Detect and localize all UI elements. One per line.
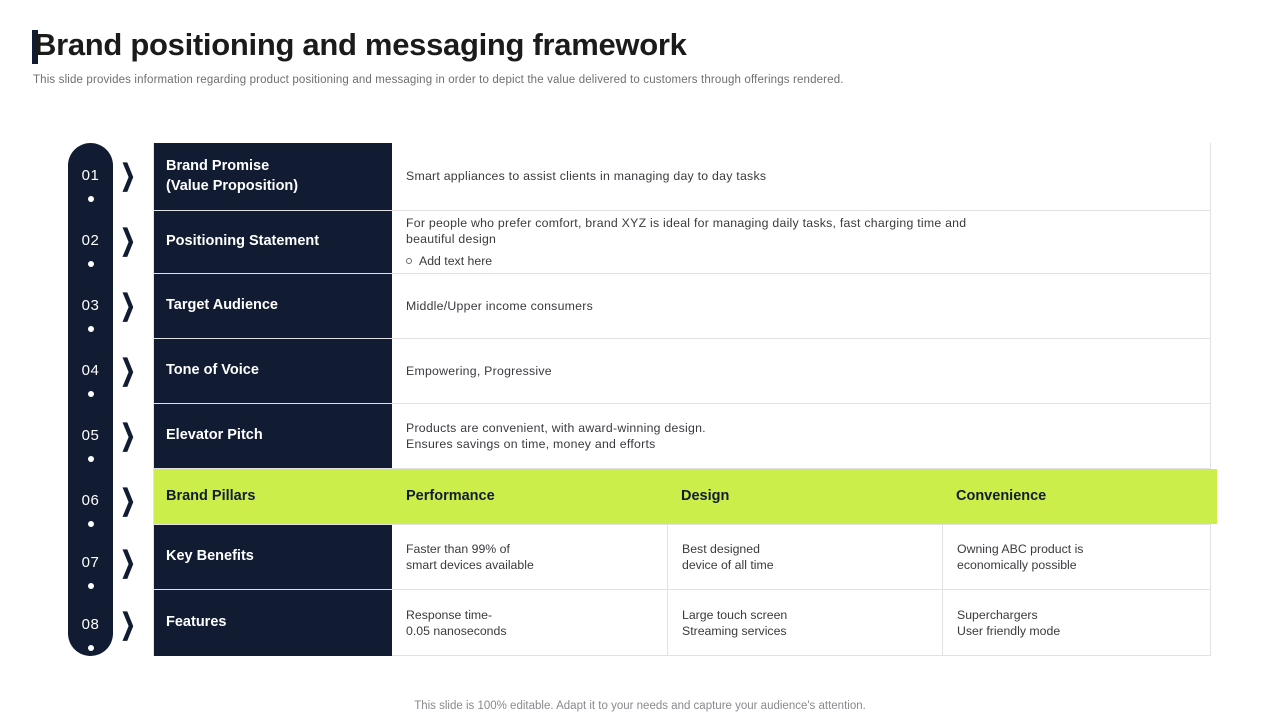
benefit-design: Best designed device of all time <box>667 525 942 589</box>
framework-table: Brand Promise (Value Proposition) Smart … <box>153 143 1217 656</box>
step-dot <box>87 583 94 589</box>
chevron-right-icon: ❯ <box>120 546 136 579</box>
content-bullet: Add text here <box>406 253 1210 269</box>
content-line: Best designed <box>682 541 760 556</box>
step-number: 01 <box>81 167 100 184</box>
chevron-right-icon: ❯ <box>120 354 136 387</box>
chevron-right-icon: ❯ <box>120 289 136 322</box>
row-label-target-audience: Target Audience <box>154 274 392 338</box>
step-item-05[interactable]: 05 ❯ <box>68 403 188 468</box>
row-label-elevator-pitch: Elevator Pitch <box>154 404 392 468</box>
row-content-tone-of-voice: Empowering, Progressive <box>392 339 1210 403</box>
content-line: Large touch screen <box>682 607 788 622</box>
content-line: device of all time <box>682 558 774 572</box>
step-number: 05 <box>81 427 100 444</box>
row-label-line2: (Value Proposition) <box>166 177 299 194</box>
content-line: Middle/Upper income consumers <box>406 298 593 313</box>
content-line: Faster than 99% of <box>406 541 510 556</box>
chevron-right-icon: ❯ <box>120 224 136 257</box>
content-line: Empowering, Progressive <box>406 363 552 378</box>
table-row-features: Features Response time- 0.05 nanoseconds… <box>154 590 1210 656</box>
chevron-right-icon: ❯ <box>120 159 136 192</box>
step-number: 06 <box>81 492 100 509</box>
row-content-target-audience: Middle/Upper income consumers <box>392 274 1210 338</box>
row-label-features: Features <box>154 590 392 656</box>
title-accent-bar <box>32 30 38 64</box>
step-number: 04 <box>81 362 100 379</box>
benefit-performance: Faster than 99% of smart devices availab… <box>392 525 667 589</box>
chevron-right-icon: ❯ <box>120 484 136 517</box>
table-row: Target Audience Middle/Upper income cons… <box>154 274 1210 339</box>
step-item-04[interactable]: 04 ❯ <box>68 338 188 403</box>
row-content-positioning-statement: For people who prefer comfort, brand XYZ… <box>392 211 1210 273</box>
step-dot <box>87 645 94 651</box>
content-line: Superchargers <box>957 607 1038 622</box>
step-rail <box>68 143 113 656</box>
content-line: Products are convenient, with award-winn… <box>406 420 706 435</box>
pillar-performance: Performance <box>392 469 667 524</box>
row-content-elevator-pitch: Products are convenient, with award-winn… <box>392 404 1210 468</box>
step-item-07[interactable]: 07 ❯ <box>68 530 188 595</box>
table-row-key-benefits: Key Benefits Faster than 99% of smart de… <box>154 525 1210 590</box>
step-dot <box>87 456 94 462</box>
table-row: Tone of Voice Empowering, Progressive <box>154 339 1210 404</box>
row-label-brand-promise: Brand Promise (Value Proposition) <box>154 143 392 210</box>
step-number: 02 <box>81 232 100 249</box>
page-subtitle: This slide provides information regardin… <box>33 74 844 86</box>
chevron-right-icon: ❯ <box>120 419 136 452</box>
row-label-brand-pillars: Brand Pillars <box>154 469 392 524</box>
content-line: economically possible <box>957 558 1077 572</box>
feature-convenience: Superchargers User friendly mode <box>942 590 1217 656</box>
benefit-convenience: Owning ABC product is economically possi… <box>942 525 1217 589</box>
row-label-positioning-statement: Positioning Statement <box>154 211 392 273</box>
step-dot <box>87 326 94 332</box>
pillar-design: Design <box>667 469 942 524</box>
content-line: User friendly mode <box>957 624 1061 638</box>
content-line: smart devices available <box>406 558 534 572</box>
step-number: 08 <box>81 616 100 633</box>
step-dot <box>87 521 94 527</box>
content-line: beautiful design <box>406 232 497 247</box>
step-item-01[interactable]: 01 ❯ <box>68 143 188 208</box>
content-line: Ensures savings on time, money and effor… <box>406 437 656 451</box>
content-line: Owning ABC product is <box>957 541 1084 556</box>
row-content-brand-promise: Smart appliances to assist clients in ma… <box>392 143 1210 210</box>
pillar-convenience: Convenience <box>942 469 1217 524</box>
step-dot <box>87 196 94 202</box>
row-label-line1: Brand Promise <box>166 157 270 174</box>
table-row: Brand Promise (Value Proposition) Smart … <box>154 143 1210 211</box>
step-dot <box>87 261 94 267</box>
step-item-08[interactable]: 08 ❯ <box>68 592 188 657</box>
footer-note: This slide is 100% editable. Adapt it to… <box>414 700 866 712</box>
step-dot <box>87 391 94 397</box>
step-number: 07 <box>81 554 100 571</box>
feature-design: Large touch screen Streaming services <box>667 590 942 656</box>
step-item-03[interactable]: 03 ❯ <box>68 273 188 338</box>
content-line: Response time- <box>406 607 493 622</box>
content-bullet-text: Add text here <box>419 253 493 268</box>
step-item-06[interactable]: 06 ❯ <box>68 468 188 533</box>
table-row-brand-pillars: Brand Pillars Performance Design Conveni… <box>154 469 1217 525</box>
content-line: For people who prefer comfort, brand XYZ… <box>406 216 967 231</box>
feature-performance: Response time- 0.05 nanoseconds <box>392 590 667 656</box>
table-row: Elevator Pitch Products are convenient, … <box>154 404 1210 469</box>
content-line: Smart appliances to assist clients in ma… <box>406 169 767 184</box>
table-row: Positioning Statement For people who pre… <box>154 211 1210 274</box>
content-line: Streaming services <box>682 624 787 638</box>
row-label-key-benefits: Key Benefits <box>154 525 392 589</box>
step-number: 03 <box>81 297 100 314</box>
page-title: Brand positioning and messaging framewor… <box>34 27 687 62</box>
bullet-ring-icon <box>406 257 412 264</box>
chevron-right-icon: ❯ <box>120 608 136 641</box>
step-list: 01 ❯ 02 ❯ 03 ❯ 04 ❯ 05 ❯ 06 ❯ <box>68 143 188 656</box>
step-item-02[interactable]: 02 ❯ <box>68 208 188 273</box>
content-line: 0.05 nanoseconds <box>406 624 507 638</box>
row-label-tone-of-voice: Tone of Voice <box>154 339 392 403</box>
